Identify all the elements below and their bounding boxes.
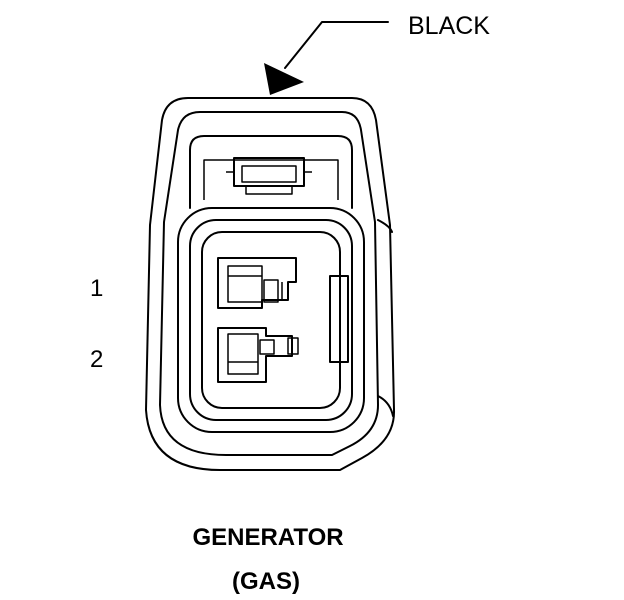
- pin-2-terminal: [217, 327, 299, 383]
- connector-housing: [145, 97, 396, 471]
- housing-inner-shell: [159, 111, 379, 456]
- callout-leader-line: [284, 21, 389, 69]
- wire-color-label: BLACK: [408, 12, 490, 40]
- right-lower-seam: [377, 395, 394, 417]
- caption-line-1: GENERATOR: [192, 524, 343, 551]
- housing-outer-shell: [145, 97, 396, 471]
- latch-housing: [189, 135, 353, 209]
- locking-tab: [226, 157, 312, 195]
- latch-housing-inner: [203, 159, 339, 200]
- color-callout: BLACK: [264, 12, 490, 95]
- pin-1-label: 1: [90, 275, 103, 302]
- right-upper-seam: [377, 219, 393, 233]
- mating-face-inner: [189, 219, 353, 421]
- caption-line-2: (GAS): [232, 568, 300, 595]
- terminal-cavity: [201, 231, 341, 409]
- pin-1-terminal: [217, 257, 297, 309]
- pin-2-label: 2: [90, 346, 103, 373]
- polarization-key: [329, 275, 349, 363]
- callout-arrowhead: [264, 63, 304, 95]
- mating-face-outer: [177, 207, 365, 433]
